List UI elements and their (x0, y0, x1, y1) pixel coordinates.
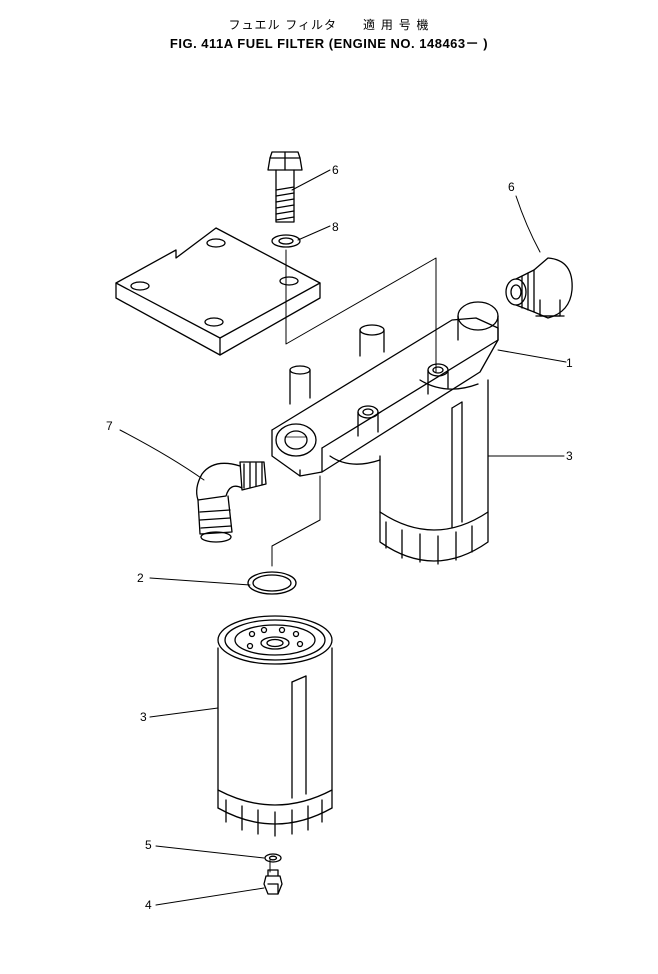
filter-cartridge (217, 615, 333, 837)
callout-label: 7 (106, 419, 113, 433)
callout-label: 4 (145, 898, 152, 912)
drain-plug (263, 869, 283, 895)
callout-label: 2 (137, 571, 144, 585)
leader-lines (119, 169, 567, 906)
callout-label: 3 (566, 449, 573, 463)
callout-label: 6 (508, 180, 515, 194)
callout-label: 3 (140, 710, 147, 724)
filter-cartridge-installed (379, 379, 489, 565)
callout-label: 6 (332, 163, 339, 177)
bolt (267, 151, 303, 223)
elbow-fitting-left (196, 461, 267, 543)
diagram-title-japanese: フュエル フィルタ 適 用 号 機 (228, 18, 430, 32)
alignment-lines (269, 249, 437, 873)
callout-label: 8 (332, 220, 339, 234)
callout-label: 1 (566, 356, 573, 370)
o-ring (247, 571, 297, 595)
diagram-title: FIG. 411A FUEL FILTER (ENGINE NO. 148463… (169, 36, 489, 51)
elbow-fitting-right (505, 257, 573, 319)
lock-washer (271, 234, 301, 248)
washer (264, 853, 282, 863)
mounting-bracket (115, 227, 321, 356)
callout-label: 5 (145, 838, 152, 852)
filter-head (271, 301, 499, 477)
